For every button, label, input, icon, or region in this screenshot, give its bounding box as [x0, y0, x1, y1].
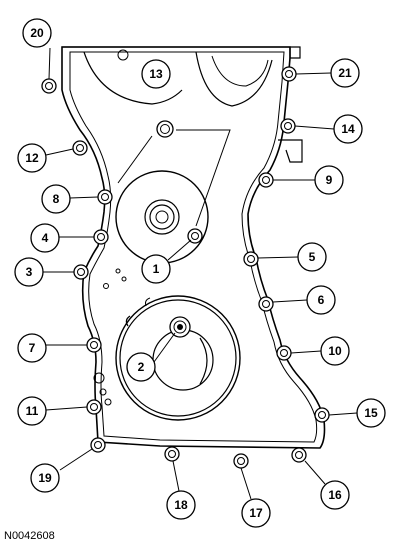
callout-10: 10: [320, 336, 350, 366]
leader-lines: [43, 47, 358, 500]
svg-text:20: 20: [30, 26, 44, 40]
bolt-20: [41, 78, 57, 94]
bolt-2: [169, 316, 191, 338]
callout-18: 18: [166, 490, 196, 520]
bolt-12: [72, 140, 88, 156]
callout-6: 6: [306, 285, 336, 315]
callout-11: 11: [17, 396, 47, 426]
svg-text:8: 8: [53, 192, 60, 206]
svg-text:14: 14: [341, 122, 355, 136]
bolt-8: [97, 189, 113, 205]
bolt-6: [258, 296, 274, 312]
svg-text:13: 13: [149, 67, 163, 81]
svg-text:1: 1: [153, 262, 160, 276]
callout-16: 16: [320, 480, 350, 510]
bolt-11: [86, 399, 102, 415]
svg-text:9: 9: [326, 173, 333, 187]
bolts: [41, 66, 330, 469]
callout-7: 7: [17, 333, 47, 363]
bolt-16: [291, 447, 307, 463]
bolt-4: [93, 229, 109, 245]
callout-15: 15: [356, 398, 386, 428]
svg-text:10: 10: [328, 344, 342, 358]
bolt-15: [314, 407, 330, 423]
callout-20: 20: [22, 18, 52, 48]
callout-1: 1: [141, 254, 171, 284]
bolt-13: [156, 120, 174, 138]
bolt-19: [90, 437, 106, 453]
bolt-7: [86, 337, 102, 353]
svg-text:3: 3: [26, 265, 33, 279]
callout-17: 17: [241, 498, 271, 528]
bolt-1: [187, 228, 203, 244]
callout-4: 4: [30, 223, 60, 253]
callout-21: 21: [330, 58, 360, 88]
bolt-5: [243, 251, 259, 267]
svg-text:7: 7: [29, 341, 36, 355]
bolt-17: [233, 453, 249, 469]
callout-12: 12: [17, 143, 47, 173]
bolt-3: [73, 264, 89, 280]
callout-8: 8: [41, 184, 71, 214]
svg-text:15: 15: [364, 406, 378, 420]
svg-text:5: 5: [309, 250, 316, 264]
bolt-21: [281, 66, 297, 82]
bolt-9: [258, 172, 274, 188]
callout-14: 14: [333, 114, 363, 144]
svg-text:16: 16: [328, 488, 342, 502]
svg-text:19: 19: [38, 471, 52, 485]
callouts: 1 2 3 4 5 6 7 8 9 10 11 12 13 14 15 16 1…: [14, 18, 386, 528]
svg-text:4: 4: [42, 231, 49, 245]
svg-text:11: 11: [26, 404, 39, 418]
callout-13: 13: [141, 59, 171, 89]
svg-text:18: 18: [174, 498, 188, 512]
svg-text:12: 12: [25, 151, 39, 165]
svg-text:17: 17: [249, 506, 263, 520]
svg-text:2: 2: [138, 360, 145, 374]
callout-2: 2: [126, 352, 156, 382]
bolt-14: [280, 118, 296, 134]
callout-19: 19: [30, 463, 60, 493]
svg-text:6: 6: [318, 293, 325, 307]
callout-3: 3: [14, 257, 44, 287]
callout-5: 5: [297, 242, 327, 272]
svg-text:21: 21: [338, 66, 352, 80]
bolt-18: [164, 446, 180, 462]
bolt-10: [276, 345, 292, 361]
figure-id: N0042608: [4, 530, 55, 542]
callout-9: 9: [314, 165, 344, 195]
idler-pulley: [115, 129, 231, 264]
